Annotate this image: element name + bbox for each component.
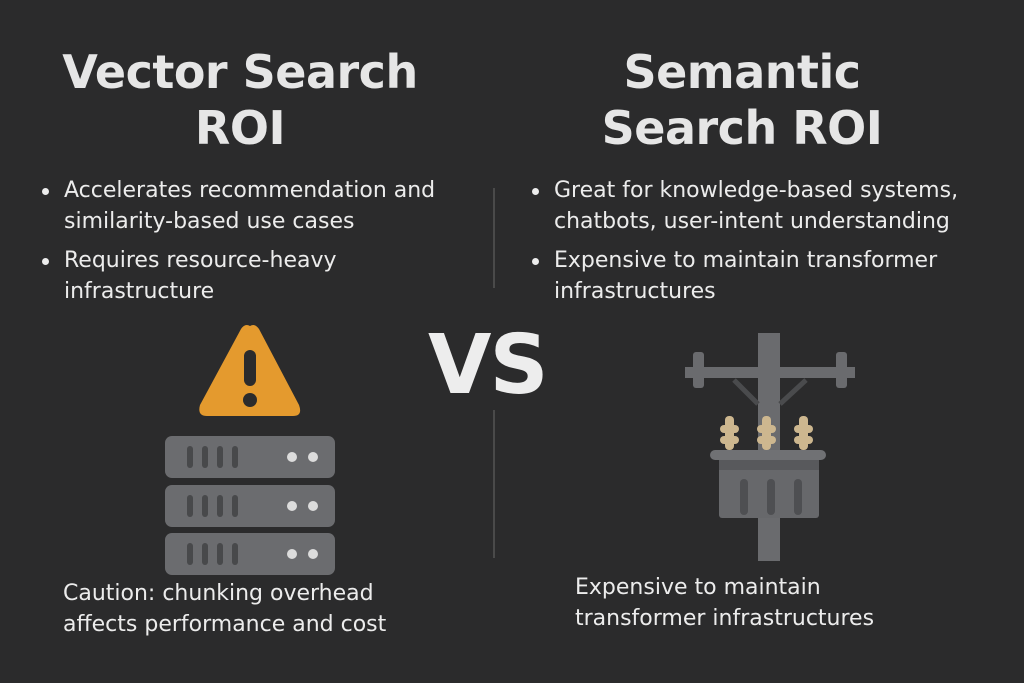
bullet-item: Expensive to maintain transformer infras… — [530, 245, 980, 307]
vector-search-title: Vector Search ROI — [20, 44, 460, 156]
semantic-search-caption: Expensive to maintain transformer infras… — [575, 575, 875, 631]
title-line-1: Vector Search — [62, 45, 418, 99]
server-unit — [165, 436, 335, 478]
bullet-item: Requires resource-heavy infrastructure — [40, 245, 460, 307]
divider-top — [493, 188, 495, 288]
bullet-item: Accelerates recommendation and similarit… — [40, 175, 460, 237]
server-unit — [165, 533, 335, 575]
warning-icon — [199, 325, 301, 416]
semantic-search-bullets: Great for knowledge-based systems, chatb… — [530, 175, 980, 315]
vector-search-bullets: Accelerates recommendation and similarit… — [40, 175, 460, 315]
title-line-2: Search ROI — [601, 101, 883, 155]
title-line-1: Semantic — [623, 45, 861, 99]
utility-pole-transformer-icon — [685, 333, 855, 561]
vs-label: VS — [428, 318, 549, 413]
server-rack-icon — [165, 436, 335, 575]
vector-search-caption: Caution: chunking overhead affects perfo… — [63, 581, 387, 637]
semantic-search-title: Semantic Search ROI — [520, 44, 964, 156]
server-unit — [165, 485, 335, 527]
bullet-item: Great for knowledge-based systems, chatb… — [530, 175, 980, 237]
divider-bottom — [493, 410, 495, 558]
title-line-2: ROI — [194, 101, 286, 155]
